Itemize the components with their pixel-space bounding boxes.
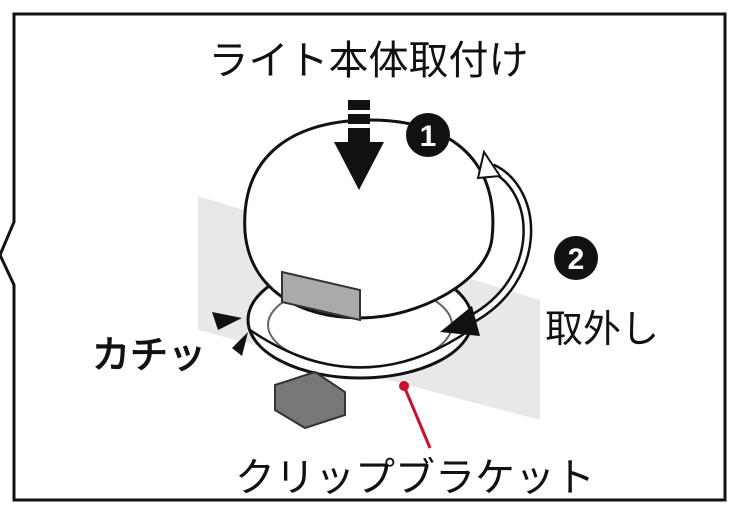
svg-text:2: 2 bbox=[568, 243, 585, 276]
rotate-remove-arrow bbox=[440, 149, 533, 336]
step-2-label: 取外し bbox=[545, 307, 660, 351]
step-2-badge: 2 bbox=[554, 236, 598, 280]
click-arrow-lower bbox=[232, 332, 248, 356]
bracket-tab bbox=[274, 370, 346, 430]
mount-direction-arrow bbox=[334, 100, 384, 190]
part-leader-line bbox=[399, 381, 432, 449]
latch bbox=[281, 270, 361, 322]
title: ライト本体取付け bbox=[208, 38, 529, 84]
light-body bbox=[243, 118, 495, 320]
svg-text:1: 1 bbox=[420, 120, 437, 153]
clip-bracket-label: クリップブラケット bbox=[235, 455, 595, 501]
click-sound-label: カチッ bbox=[92, 333, 207, 377]
click-arrow-upper bbox=[212, 312, 242, 330]
step-1-badge: 1 bbox=[406, 113, 450, 157]
callout-frame bbox=[0, 12, 727, 502]
